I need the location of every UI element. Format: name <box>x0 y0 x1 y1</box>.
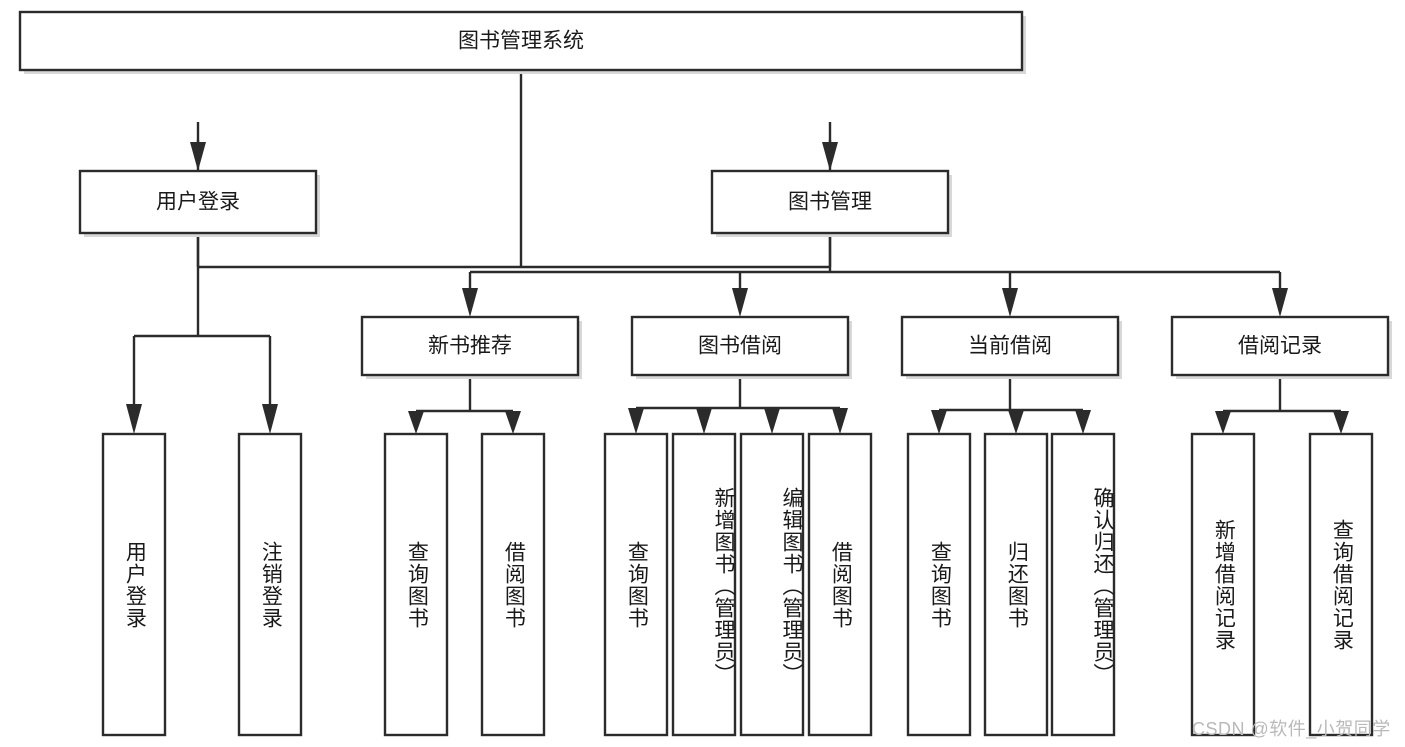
arrow-leaf-logout-icon <box>262 404 278 434</box>
arrow-leaf-confirm-return-icon <box>1075 410 1091 434</box>
connector-group-current-borrow <box>931 375 1091 434</box>
node-book-borrow-label: 图书借阅 <box>698 335 782 358</box>
node-user-login[interactable]: 用户登录 <box>78 169 320 237</box>
leaf-box-query-record[interactable] <box>1308 432 1374 737</box>
connector-group-root <box>196 70 832 269</box>
leaf-box-query-book-3[interactable] <box>906 432 972 737</box>
arrow-new-books-icon <box>462 288 478 317</box>
arrow-leaf-user-login-icon <box>126 404 142 434</box>
node-borrow-record[interactable]: 借阅记录 <box>1170 315 1392 379</box>
arrow-leaf-query-book-2-icon <box>628 408 644 434</box>
node-root[interactable]: 图书管理系统 <box>18 10 1026 74</box>
leaf-boxes-group <box>101 432 1374 737</box>
leaf-box-query-book-2[interactable] <box>603 432 669 737</box>
connector-group-book-mgmt <box>462 233 1288 317</box>
connector-group-root-drops <box>190 122 838 171</box>
node-root-box[interactable] <box>18 10 1024 72</box>
node-current-borrow-box[interactable] <box>900 315 1120 377</box>
node-current-borrow[interactable]: 当前借阅 <box>900 315 1122 379</box>
arrow-leaf-query-book-1-icon <box>408 411 424 434</box>
node-new-books-label: 新书推荐 <box>428 335 512 358</box>
connector-group-user-login <box>126 233 278 434</box>
connector-group-book-borrow <box>628 375 848 434</box>
leaf-box-user-login[interactable] <box>101 432 167 737</box>
leaf-box-confirm-return[interactable] <box>1050 432 1116 737</box>
node-user-login-box[interactable] <box>78 169 318 235</box>
leaf-box-add-book[interactable] <box>671 432 737 737</box>
arrow-leaf-query-record-icon <box>1333 411 1349 434</box>
connector-group-new-books <box>408 375 521 434</box>
arrow-leaf-borrow-book-1-icon <box>505 411 521 434</box>
arrow-leaf-query-book-3-icon <box>931 410 947 434</box>
leaf-box-add-record[interactable] <box>1190 432 1256 737</box>
arrow-current-borrow-icon <box>1002 288 1018 317</box>
arrow-borrow-record-icon <box>1272 288 1288 317</box>
node-book-borrow[interactable]: 图书借阅 <box>630 315 852 379</box>
arrow-leaf-add-record-icon <box>1215 411 1231 434</box>
node-root-label: 图书管理系统 <box>458 30 584 53</box>
arrow-leaf-add-book-icon <box>696 408 712 434</box>
node-borrow-record-label: 借阅记录 <box>1238 335 1322 358</box>
arrow-leaf-return-book-icon <box>1008 410 1024 434</box>
node-new-books-box[interactable] <box>360 315 580 377</box>
leaf-box-borrow-book-2[interactable] <box>807 432 873 737</box>
node-current-borrow-label: 当前借阅 <box>968 335 1052 358</box>
node-book-mgmt-label: 图书管理 <box>788 191 872 214</box>
node-book-mgmt[interactable]: 图书管理 <box>710 169 952 237</box>
arrow-book-borrow-icon <box>732 288 748 317</box>
leaf-box-query-book-1[interactable] <box>383 432 449 737</box>
connector-group-borrow-record <box>1215 375 1349 434</box>
leaf-box-borrow-book-1[interactable] <box>480 432 546 737</box>
node-book-mgmt-box[interactable] <box>710 169 950 235</box>
node-borrow-record-box[interactable] <box>1170 315 1390 377</box>
arrow-leaf-borrow-book-2-icon <box>832 408 848 434</box>
leaf-box-return-book[interactable] <box>983 432 1049 737</box>
node-book-borrow-box[interactable] <box>630 315 850 377</box>
node-user-login-label: 用户登录 <box>156 191 240 214</box>
leaf-box-edit-book[interactable] <box>739 432 805 737</box>
arrow-root-user-login-icon <box>190 142 206 171</box>
arrow-root-book-mgmt-icon <box>822 142 838 171</box>
leaf-box-logout[interactable] <box>237 432 303 737</box>
node-new-books[interactable]: 新书推荐 <box>360 315 582 379</box>
arrow-leaf-edit-book-icon <box>764 408 780 434</box>
